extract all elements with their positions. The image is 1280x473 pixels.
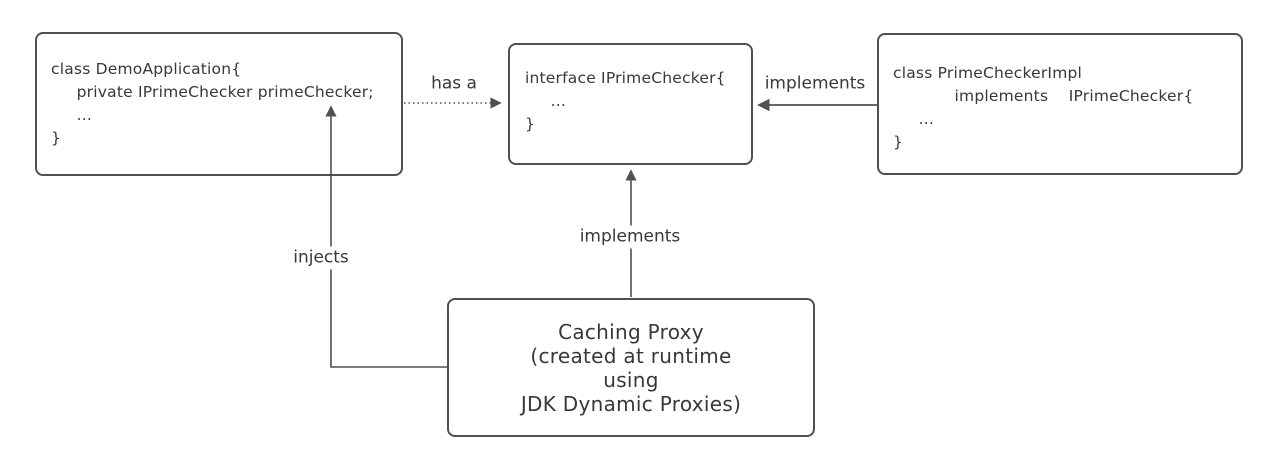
- code-line: }: [51, 129, 62, 147]
- iprimechecker-interface-box: interface IPrimeChecker{ ... }: [508, 43, 753, 165]
- code-line: ...: [525, 92, 567, 110]
- code-line: class PrimeCheckerImpl: [893, 64, 1083, 82]
- demo-application-class-box: class DemoApplication{ private IPrimeChe…: [35, 32, 403, 176]
- injects-label: injects: [289, 246, 353, 270]
- has-a-label: has a: [427, 72, 481, 96]
- proxy-line: (created at runtime: [530, 343, 732, 368]
- code-line: ...: [893, 110, 935, 128]
- code-line: }: [893, 133, 904, 151]
- proxy-line: Caching Proxy: [558, 319, 704, 344]
- proxy-line: using: [603, 367, 659, 392]
- code-line: }: [525, 115, 536, 133]
- code-line: class DemoApplication{: [51, 60, 242, 78]
- code-line: ...: [51, 106, 93, 124]
- code-line: interface IPrimeChecker{: [525, 69, 726, 87]
- proxy-line: JDK Dynamic Proxies): [520, 391, 742, 416]
- primecheckerimpl-class-box: class PrimeCheckerImpl implements IPrime…: [877, 33, 1243, 175]
- implements-label-up: implements: [575, 225, 685, 249]
- caching-proxy-box: Caching Proxy (created at runtime using …: [447, 298, 815, 437]
- code-line: implements IPrimeChecker{: [893, 87, 1194, 105]
- implements-label-right: implements: [760, 72, 870, 96]
- code-line: private IPrimeChecker primeChecker;: [51, 83, 374, 101]
